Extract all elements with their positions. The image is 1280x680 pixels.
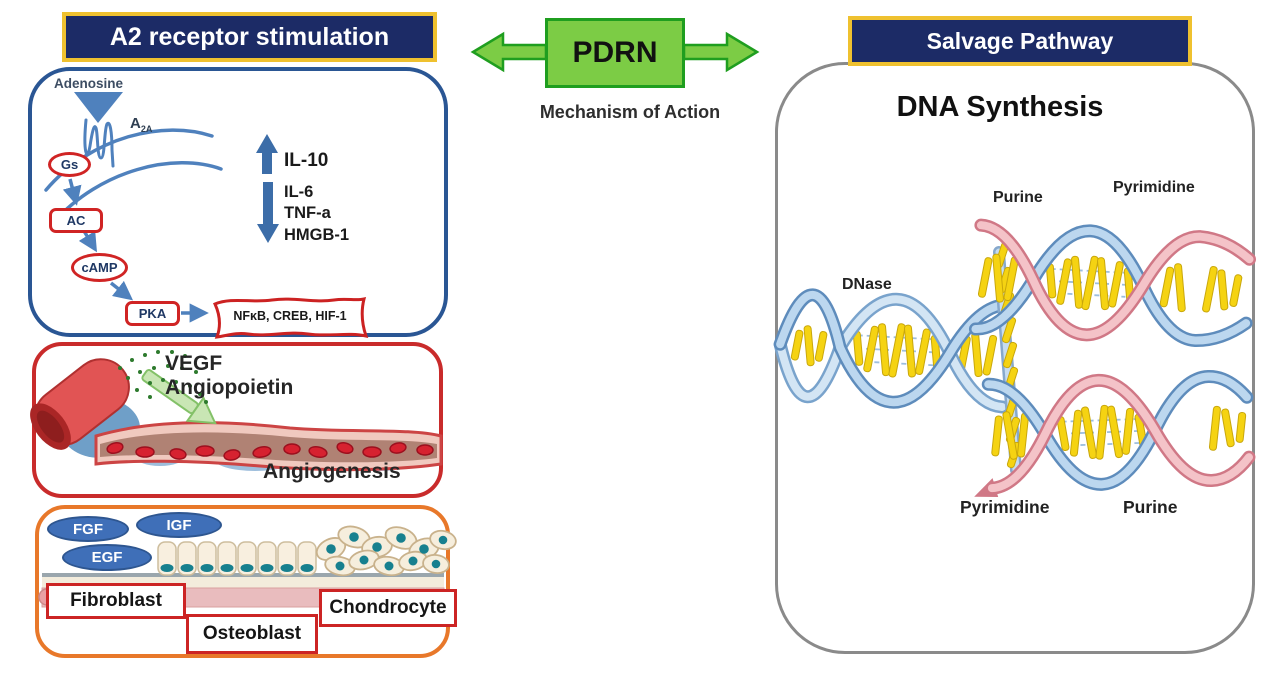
vegf-label: VEGF — [165, 352, 223, 375]
purine-bottom-label: Purine — [1123, 497, 1178, 517]
growth-factor-arrow-icon — [141, 369, 217, 425]
salvage-pathway-title-label: Salvage Pathway — [926, 27, 1114, 54]
igf-ellipse: IGF — [136, 512, 222, 538]
banner-shape — [212, 296, 369, 339]
arrow-camp-pka — [109, 280, 134, 301]
node-gs: Gs — [48, 152, 91, 177]
adenosine-label: Adenosine — [54, 76, 124, 91]
blood-vessel-illustration — [30, 350, 443, 472]
a2a-receptor-label: A2A — [130, 115, 152, 134]
epithelial-cell-row — [157, 541, 317, 576]
chondrocyte-label: Chondrocyte — [329, 597, 447, 618]
osteoblast-label: Osteoblast — [202, 623, 302, 644]
purine-top-label: Purine — [993, 189, 1043, 206]
osteoblast-box: Osteoblast — [186, 614, 318, 654]
cytokine-il10: IL-10 — [284, 150, 329, 171]
fibroblast-box: Fibroblast — [46, 583, 186, 619]
egf-ellipse: EGF — [62, 544, 152, 571]
dna-helix-left — [773, 288, 1015, 414]
pdrn-box: PDRN — [545, 18, 685, 88]
egf-label: EGF — [91, 549, 123, 566]
node-pka-label: PKA — [138, 306, 167, 321]
down-arrow-icon — [257, 182, 279, 243]
pyrimidine-top-label: Pyrimidine — [1113, 179, 1195, 196]
a2a-receptor-subscript: 2A — [140, 124, 153, 134]
dna-helix-bottom-right — [974, 370, 1256, 497]
dna-helix-illustration — [773, 218, 1256, 497]
cytokine-il6: IL-6 — [284, 183, 314, 201]
cytokine-hmgb1: HMGB-1 — [284, 226, 350, 244]
a2-pathway-graphics — [44, 92, 369, 339]
chondrocyte-box: Chondrocyte — [319, 589, 457, 627]
dna-helix-top-right — [968, 218, 1256, 348]
mechanism-of-action-label: Mechanism of Action — [539, 102, 721, 122]
factor-dots — [118, 350, 208, 404]
a2a-receptor-icon — [83, 118, 115, 168]
node-gs-label: Gs — [60, 157, 79, 172]
banner-label: NFκB, CREB, HIF-1 — [233, 309, 347, 323]
node-camp: cAMP — [71, 253, 128, 282]
fgf-ellipse: FGF — [47, 516, 129, 542]
salvage-pathway-title: Salvage Pathway — [848, 16, 1192, 66]
pyrimidine-bottom-label: Pyrimidine — [960, 497, 1050, 517]
a2-receptor-title: A2 receptor stimulation — [62, 12, 437, 62]
cytokine-tnfa: TNF-a — [284, 204, 331, 222]
adenosine-triangle-icon — [74, 92, 123, 123]
node-pka: PKA — [125, 301, 180, 326]
node-ac-label: AC — [66, 213, 86, 228]
fibroblast-label: Fibroblast — [70, 590, 162, 611]
dna-synthesis-heading: DNA Synthesis — [896, 91, 1104, 123]
a2a-receptor-base: A — [130, 115, 141, 132]
igf-label: IGF — [166, 516, 192, 534]
left-arrow-icon — [470, 31, 548, 73]
chondrocyte-cluster — [315, 525, 457, 577]
dnase-label: DNase — [842, 276, 892, 293]
fgf-label: FGF — [73, 520, 103, 538]
arrow-ac-camp — [78, 230, 98, 253]
angiopoietin-label: Angiopoietin — [165, 376, 294, 399]
red-blood-cells — [106, 441, 434, 461]
pdrn-label: PDRN — [572, 36, 658, 69]
up-arrow-icon — [256, 134, 278, 174]
matrix-strip — [42, 577, 444, 588]
vessel-stump — [30, 358, 130, 450]
a2-receptor-title-label: A2 receptor stimulation — [109, 22, 390, 51]
right-arrow-icon — [682, 31, 760, 73]
angiogenesis-label: Angiogenesis — [263, 460, 401, 483]
node-camp-label: cAMP — [81, 260, 118, 275]
node-ac: AC — [49, 208, 103, 233]
arrow-gs-ac — [62, 178, 82, 206]
